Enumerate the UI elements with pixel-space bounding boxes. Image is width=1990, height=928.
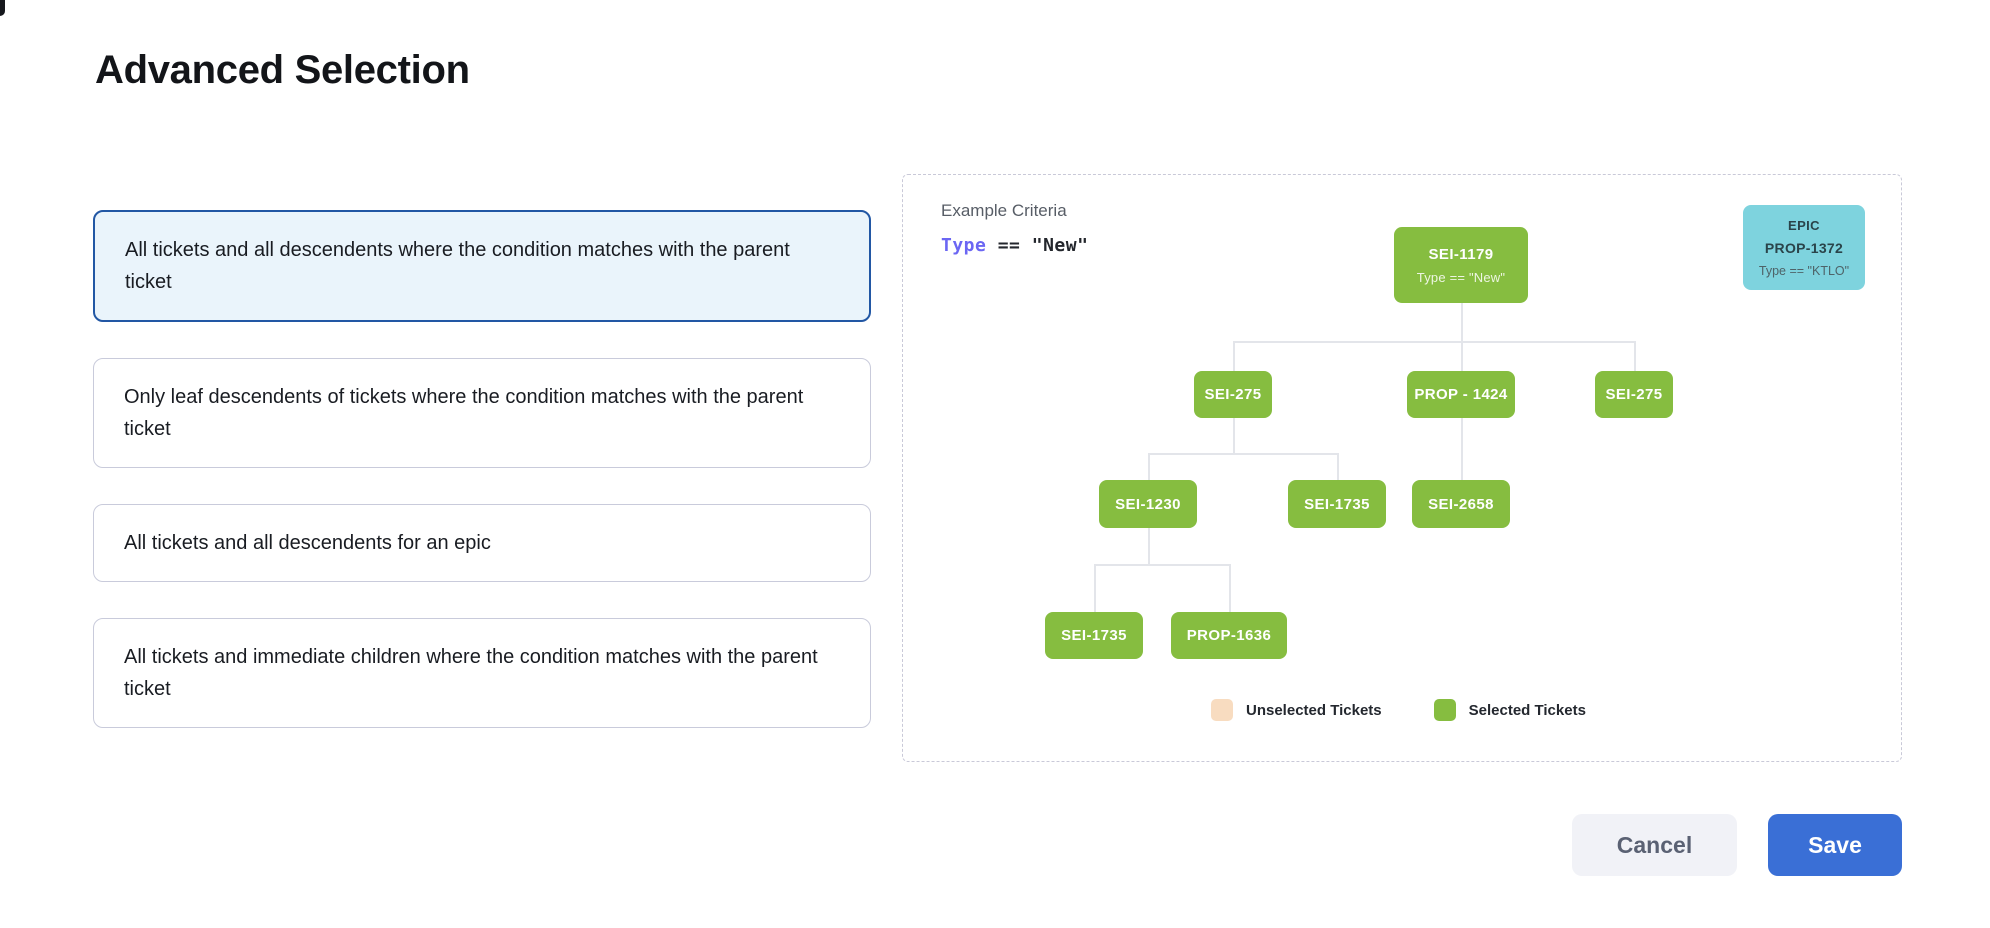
tree-connector — [1094, 564, 1096, 612]
option-leaf-descendents-condition[interactable]: Only leaf descendents of tickets where t… — [93, 358, 871, 468]
tree-connector — [1461, 303, 1463, 371]
selected-tickets-swatch — [1433, 699, 1456, 721]
tree-connector — [1233, 341, 1634, 343]
tree-node: SEI-275 — [1595, 371, 1673, 418]
example-preview-panel: Example Criteria Type == "New" EPIC PROP… — [902, 174, 1902, 762]
tree-connector — [1337, 453, 1339, 480]
option-label: All tickets and all descendents where th… — [125, 239, 790, 293]
tree-node: SEI-1735 — [1288, 480, 1386, 528]
tree-connector — [1148, 528, 1150, 564]
epic-card: EPIC PROP-1372 Type == "KTLO" — [1743, 205, 1865, 290]
epic-card-type: EPIC — [1788, 218, 1820, 233]
option-label: All tickets and immediate children where… — [124, 646, 818, 700]
example-criteria-expression: Type == "New" — [941, 235, 1088, 256]
tree-node: SEI-1735 — [1045, 612, 1143, 659]
tree-node: PROP - 1424 — [1407, 371, 1515, 418]
unselected-tickets-swatch — [1211, 699, 1233, 721]
tree-connector — [1634, 341, 1636, 371]
epic-card-id: PROP-1372 — [1764, 240, 1844, 256]
legend-item-unselected: Unselected Tickets — [1211, 699, 1382, 721]
criteria-operator: == — [997, 235, 1021, 256]
legend-label: Unselected Tickets — [1246, 701, 1382, 719]
option-label: Only leaf descendents of tickets where t… — [124, 386, 804, 440]
tree-node: SEI-1230 — [1099, 480, 1197, 528]
tree-node: SEI-275 — [1194, 371, 1272, 418]
legend: Unselected Tickets Selected Tickets — [1211, 699, 1586, 721]
page-title: Advanced Selection — [95, 48, 470, 92]
option-immediate-children-condition[interactable]: All tickets and immediate children where… — [93, 618, 871, 728]
example-criteria-heading: Example Criteria — [941, 201, 1067, 220]
selection-options-list: All tickets and all descendents where th… — [93, 210, 871, 764]
tree-node-root: SEI-1179 Type == "New" — [1394, 227, 1528, 303]
tree-connector — [1148, 453, 1337, 455]
tree-connector — [1148, 453, 1150, 480]
option-all-descendents-epic[interactable]: All tickets and all descendents for an e… — [93, 504, 871, 582]
option-label: All tickets and all descendents for an e… — [124, 532, 491, 554]
option-all-descendents-condition[interactable]: All tickets and all descendents where th… — [93, 210, 871, 322]
tree-connector — [1233, 341, 1235, 371]
tree-connector — [1094, 564, 1229, 566]
epic-card-criteria: Type == "KTLO" — [1758, 264, 1850, 278]
save-button[interactable]: Save — [1768, 814, 1902, 876]
tree-connector — [1229, 564, 1231, 612]
tree-connector — [1461, 418, 1463, 480]
cancel-button[interactable]: Cancel — [1572, 814, 1737, 876]
legend-item-selected: Selected Tickets — [1433, 699, 1586, 721]
window-corner-artifact — [0, 0, 5, 16]
tree-node: SEI-2658 — [1412, 480, 1510, 528]
legend-label: Selected Tickets — [1468, 701, 1586, 719]
tree-connector — [1233, 418, 1235, 453]
criteria-field: Type — [941, 235, 987, 256]
tree-node-criteria: Type == "New" — [1416, 269, 1506, 285]
tree-node: PROP-1636 — [1171, 612, 1287, 659]
tree-node-label: SEI-1179 — [1428, 245, 1494, 263]
criteria-value: "New" — [1031, 235, 1089, 256]
